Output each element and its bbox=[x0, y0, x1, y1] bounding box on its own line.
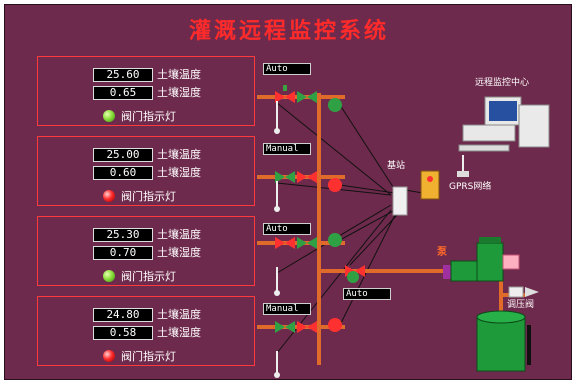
gprs-antenna-icon bbox=[457, 155, 469, 177]
flow-meters bbox=[328, 98, 359, 332]
page-title: 灌溉远程监控系统 bbox=[188, 19, 389, 44]
valve-lamp-label: 阀门指示灯 bbox=[121, 110, 176, 123]
valve-lamp-icon bbox=[103, 270, 115, 282]
computer-icon bbox=[458, 96, 550, 152]
valve-lamp-icon bbox=[103, 350, 115, 362]
soil-humidity-label: 土壤湿度 bbox=[157, 246, 201, 259]
base-station-icon bbox=[392, 186, 408, 216]
soil-humidity-label: 土壤湿度 bbox=[157, 326, 201, 339]
gprs-label: GPRS网络 bbox=[449, 182, 492, 192]
soil-temp-label: 土壤温度 bbox=[157, 68, 201, 81]
valve-lamp-label: 阀门指示灯 bbox=[121, 270, 176, 283]
valve-lamp-icon bbox=[103, 190, 115, 202]
valve-lamp-icon bbox=[103, 110, 115, 122]
soil-temp-label: 土壤温度 bbox=[157, 228, 201, 241]
zone-panel-2 bbox=[37, 136, 255, 206]
sensor-tips bbox=[274, 128, 280, 378]
zone-panel-3 bbox=[37, 216, 255, 286]
mode-selector[interactable]: Auto bbox=[263, 223, 311, 235]
main-mode-selector[interactable]: Auto bbox=[343, 288, 391, 300]
scada-screen: 灌溉远程监控系统 bbox=[4, 4, 572, 380]
soil-humidity-value: 0.70 bbox=[93, 246, 153, 260]
soil-temp-value: 25.30 bbox=[93, 228, 153, 242]
zone-panel-1 bbox=[37, 56, 255, 126]
mode-selector[interactable]: Auto bbox=[263, 63, 311, 75]
pump-label: 泵 bbox=[437, 247, 447, 258]
valve-lamp-label: 阀门指示灯 bbox=[121, 190, 176, 203]
pump-icon bbox=[443, 237, 520, 282]
soil-temp-value: 25.60 bbox=[93, 68, 153, 82]
soil-temp-value: 24.80 bbox=[93, 308, 153, 322]
soil-humidity-value: 0.58 bbox=[93, 326, 153, 340]
valve-indicator: 阀门指示灯 bbox=[103, 188, 176, 204]
mode-selector[interactable]: Manual bbox=[263, 143, 311, 155]
remote-center-label: 远程监控中心 bbox=[475, 78, 530, 88]
pressure-regulator-icon bbox=[508, 286, 539, 298]
zone-panel-4 bbox=[37, 296, 255, 366]
controller-icon bbox=[420, 170, 440, 200]
soil-humidity-value: 0.65 bbox=[93, 86, 153, 100]
mode-selector[interactable]: Manual bbox=[263, 303, 311, 315]
valve-indicator: 阀门指示灯 bbox=[103, 348, 176, 364]
soil-temp-label: 土壤温度 bbox=[157, 308, 201, 321]
base-station-label: 基站 bbox=[387, 161, 406, 171]
regulator-label: 调压阀 bbox=[507, 300, 535, 310]
valve-lamp-label: 阀门指示灯 bbox=[121, 350, 176, 363]
water-tank-icon bbox=[476, 310, 531, 372]
valves bbox=[275, 85, 365, 333]
valve-indicator: 阀门指示灯 bbox=[103, 268, 176, 284]
soil-humidity-label: 土壤湿度 bbox=[157, 86, 201, 99]
valve-indicator: 阀门指示灯 bbox=[103, 108, 176, 124]
soil-humidity-label: 土壤湿度 bbox=[157, 166, 201, 179]
soil-temp-value: 25.00 bbox=[93, 148, 153, 162]
soil-humidity-value: 0.60 bbox=[93, 166, 153, 180]
process-diagram bbox=[257, 85, 550, 378]
soil-temp-label: 土壤温度 bbox=[157, 148, 201, 161]
